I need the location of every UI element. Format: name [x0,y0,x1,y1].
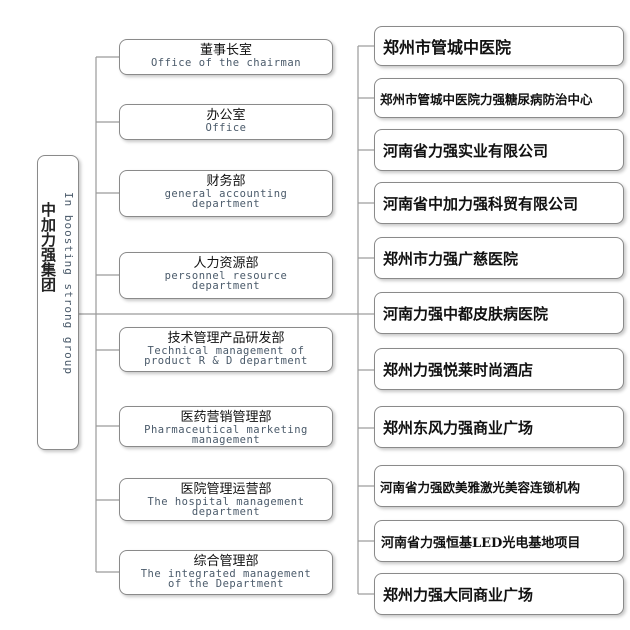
dept-node: 财务部 general accounting department [119,170,333,217]
subsidiary-name: 河南力强中都皮肤病医院 [383,304,549,323]
dept-node: 医院管理运营部 The hospital management departme… [119,478,333,521]
subsidiary-name: 郑州力强大同商业广场 [383,585,534,604]
dept-node: 董事长室 Office of the chairman [119,39,333,75]
dept-name-en: Pharmaceutical marketing management [144,424,308,446]
dept-name-en: The hospital management department [147,496,305,518]
dept-name-en: Office of the chairman [150,57,302,69]
subsidiary-node: 郑州力强大同商业广场 [374,573,624,615]
dept-name-zh: 医院管理运营部 [180,482,272,497]
subsidiary-name: 郑州市力强广慈医院 [383,249,519,268]
subsidiary-name: 河南省力强恒基LED光电基地项目 [381,535,581,551]
root-title-zh: 中加力强集团 [39,202,57,292]
dept-node: 人力资源部 personnel resource department [119,252,333,299]
subsidiary-node: 河南省力强恒基LED光电基地项目 [374,520,624,562]
subsidiary-node: 河南省中加力强科贸有限公司 [374,182,624,224]
root-node: 中加力强集团 In boosting strong group [37,155,79,450]
subsidiary-name: 河南省力强欧美雅激光美容连锁机构 [380,479,581,495]
subsidiary-name: 郑州力强悦莱时尚酒店 [383,360,534,379]
dept-name-zh: 人力资源部 [193,256,259,271]
dept-name-en: general accounting department [164,188,288,210]
dept-name-zh: 综合管理部 [193,554,259,569]
dept-node: 综合管理部 The integrated management of the D… [119,550,333,595]
dept-name-en: Technical management of product R & D de… [144,345,308,367]
dept-name-zh: 董事长室 [199,43,252,58]
subsidiary-node: 河南省力强实业有限公司 [374,129,624,171]
subsidiary-node: 郑州市管城中医院 [374,26,624,66]
dept-node: 技术管理产品研发部 Technical management of produc… [119,327,333,372]
dept-name-zh: 医药营销管理部 [180,410,272,425]
subsidiary-node: 郑州东风力强商业广场 [374,406,624,448]
subsidiary-name: 郑州市管城中医院力强糖尿病防治中心 [380,91,593,107]
subsidiary-name: 郑州东风力强商业广场 [383,418,534,437]
subsidiary-name: 郑州市管城中医院 [383,38,512,57]
dept-name-zh: 技术管理产品研发部 [167,331,285,346]
dept-node: 办公室 Office [119,104,333,140]
subsidiary-name: 河南省力强实业有限公司 [383,141,549,160]
dept-name-en: Office [205,122,247,134]
subsidiary-node: 郑州力强悦莱时尚酒店 [374,348,624,390]
subsidiary-name: 河南省中加力强科贸有限公司 [383,194,579,213]
subsidiary-node: 郑州市力强广慈医院 [374,237,624,279]
dept-name-zh: 财务部 [206,174,246,189]
dept-name-en: The integrated management of the Departm… [140,568,312,590]
subsidiary-node: 河南力强中都皮肤病医院 [374,292,624,334]
dept-node: 医药营销管理部 Pharmaceutical marketing managem… [119,406,333,447]
subsidiary-node: 河南省力强欧美雅激光美容连锁机构 [374,465,624,507]
subsidiary-node: 郑州市管城中医院力强糖尿病防治中心 [374,78,624,118]
root-title-en: In boosting strong group [62,192,75,375]
dept-name-en: personnel resource department [164,270,288,292]
dept-name-zh: 办公室 [206,108,246,123]
